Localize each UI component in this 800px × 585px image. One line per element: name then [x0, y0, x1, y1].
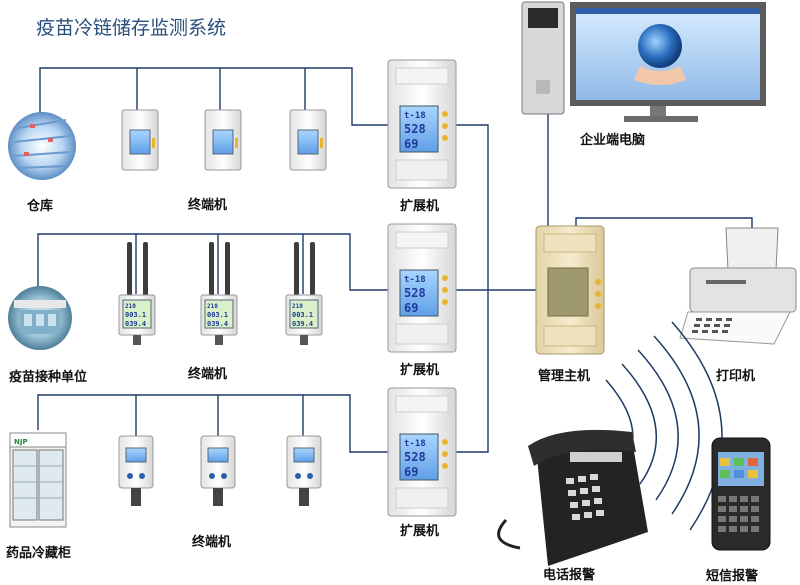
wireless-display-line1: 210: [207, 303, 218, 310]
extender-3: t-18 528 69: [387, 387, 457, 517]
warehouse-label: 仓库: [26, 198, 53, 214]
phone-alarm-label: 电话报警: [543, 567, 595, 583]
extender-display-line2: 528: [404, 450, 426, 464]
terminal-label-row2: 终端机: [188, 366, 227, 382]
terminal-label-row3: 终端机: [192, 534, 231, 550]
wireless-display-line1: 210: [292, 303, 303, 310]
extender-2: t-18 528 69: [387, 223, 457, 353]
extender-label-1: 扩展机: [400, 198, 439, 214]
warehouse-image: [8, 112, 76, 180]
manager-host-device: [535, 225, 605, 355]
wireless-terminal-unit: 210 003.1 039.4: [118, 242, 156, 345]
wireless-display-line3: 039.4: [207, 320, 228, 328]
extender-display-line3: 69: [404, 301, 418, 315]
wireless-display-line1: 210: [125, 303, 136, 310]
wireless-display-line2: 003.1: [292, 311, 313, 319]
wireless-display-line2: 003.1: [125, 311, 146, 319]
wireless-display-line2: 003.1: [207, 311, 228, 319]
terminal-unit: [204, 109, 242, 171]
manager-host-label: 管理主机: [538, 368, 590, 384]
extender-display-line3: 69: [404, 465, 418, 479]
drug-fridge-image: NJP: [9, 432, 67, 528]
page-title: 疫苗冷链储存监测系统: [36, 17, 226, 39]
extender-display-line2: 528: [404, 286, 426, 300]
probe-terminal-unit: [118, 435, 154, 506]
vaccination-unit-image: [8, 286, 72, 350]
terminal-row3: [118, 435, 322, 506]
drug-fridge-label: 药品冷藏柜: [6, 545, 71, 561]
wireless-display-line3: 039.4: [125, 320, 146, 328]
extender-display-line2: 528: [404, 122, 426, 136]
extender-display-line1: t-18: [404, 275, 426, 285]
wireless-terminal-unit: 210 003.1 039.4: [200, 242, 238, 345]
enterprise-pc-image: [521, 1, 766, 122]
extender-label-3: 扩展机: [400, 523, 439, 539]
extender-display-line3: 69: [404, 137, 418, 151]
extender-label-2: 扩展机: [400, 362, 439, 378]
telephone-image: [497, 429, 648, 566]
sms-alarm-label: 短信报警: [706, 568, 758, 584]
terminal-unit: [289, 109, 327, 171]
probe-terminal-unit: [286, 435, 322, 506]
vaccination-unit-label: 疫苗接种单位: [9, 369, 87, 385]
fridge-brand: NJP: [14, 438, 28, 446]
wireless-terminal-unit: 210 003.1 039.4: [285, 242, 323, 345]
terminal-label-row1: 终端机: [188, 197, 227, 213]
terminal-row1: [121, 109, 327, 171]
terminal-row2: 210 003.1 039.4 210 003.1 039.4 210 003.…: [118, 242, 323, 345]
mobile-phone-image: [711, 437, 771, 551]
printer-label: 打印机: [716, 368, 755, 384]
connection-lines: [37, 67, 753, 453]
extender-1: t-18 528 69: [387, 59, 457, 189]
printer-image: [679, 227, 797, 345]
wireless-display-line3: 039.4: [292, 320, 313, 328]
terminal-unit: [121, 109, 159, 171]
enterprise-pc-label: 企业端电脑: [579, 132, 645, 148]
extender-display-line1: t-18: [404, 111, 426, 121]
probe-terminal-unit: [200, 435, 236, 506]
extender-display-line1: t-18: [404, 439, 426, 449]
